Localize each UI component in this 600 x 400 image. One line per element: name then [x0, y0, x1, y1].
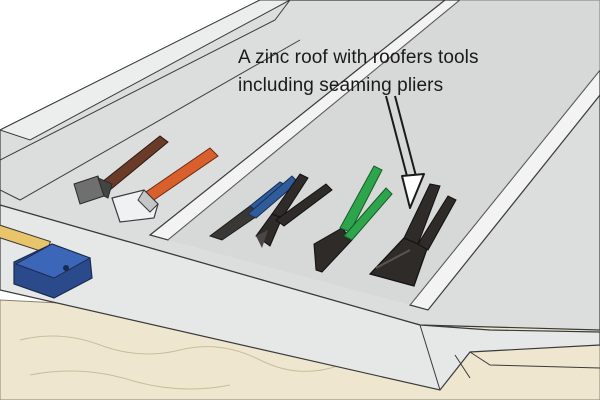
snips-icon	[208, 175, 299, 241]
pliers-icon	[313, 165, 393, 273]
caption-line-1: A zinc roof with roofers tools	[238, 47, 479, 68]
standing-seam-right	[408, 69, 600, 311]
standing-seam-left	[148, 0, 461, 241]
seaming-pliers-icon	[368, 183, 457, 287]
caption: A zinc roof with roofers tools including…	[238, 44, 578, 100]
mallet-icon	[0, 222, 93, 299]
claw-hammer-icon	[73, 135, 169, 205]
caption-line-2: including seaming pliers	[238, 75, 444, 96]
roofing-hammer-icon	[111, 147, 219, 223]
pliers-icon	[255, 173, 333, 248]
folded-sheet	[0, 204, 600, 391]
pointer-arrow-icon	[385, 95, 425, 209]
